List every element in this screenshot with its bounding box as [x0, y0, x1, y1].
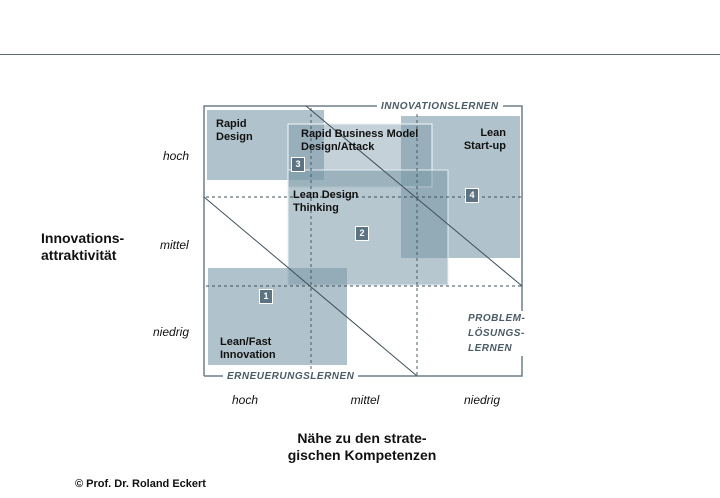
label-lean-startup: Lean Start-up	[450, 127, 506, 153]
zone-label-erneuerungslernen: ERNEUERUNGSLERNEN	[223, 371, 359, 382]
y-axis-title-line-1: Innovations-	[41, 230, 125, 246]
x-axis-title: Nähe zu den strate- gischen Kompetenzen	[262, 430, 462, 464]
copyright-notice: © Prof. Dr. Roland Eckert	[75, 478, 206, 490]
label-rapid-design: Rapid Design	[216, 118, 253, 144]
y-axis-title: Innovations- attraktivität	[41, 230, 124, 264]
zone-right-line-1: PROBLEM-	[468, 313, 526, 324]
label-ldt-line-1: Lean Design	[293, 189, 359, 201]
header-rule	[0, 54, 720, 55]
label-lfi-line-2: Innovation	[220, 349, 276, 361]
label-lean-startup-line-2: Start-up	[463, 140, 506, 152]
badge-2: 2	[355, 226, 369, 241]
y-axis-title-line-2: attraktivität	[41, 247, 117, 263]
zone-right-line-3: LERNEN	[468, 343, 513, 354]
x-axis-title-line-2: gischen Kompetenzen	[287, 447, 437, 463]
y-tick-hoch: hoch	[163, 149, 190, 163]
label-ldt-line-2: Thinking	[293, 202, 339, 214]
label-rapid-bm-line-2: Design/Attack	[301, 141, 375, 153]
label-rapid-design-line-1: Rapid	[216, 118, 247, 130]
badge-4: 4	[465, 188, 479, 203]
grid-lines	[206, 108, 522, 376]
zone-right-line-2: LÖSUNGS-	[468, 328, 525, 339]
matrix-frame	[203, 105, 523, 377]
zone-label-innovationslernen: INNOVATIONSLERNEN	[377, 101, 503, 112]
label-lfi-line-1: Lean/Fast	[220, 336, 272, 348]
badge-1: 1	[259, 289, 273, 304]
label-rapid-bm-line-1: Rapid Business Model	[301, 128, 419, 140]
label-rapid-business-model: Rapid Business Model Design/Attack	[301, 128, 418, 154]
label-lean-design-thinking: Lean Design Thinking	[293, 189, 358, 215]
label-rapid-design-line-2: Design	[216, 131, 253, 143]
x-tick-hoch: hoch	[231, 393, 259, 407]
badge-3: 3	[291, 157, 305, 172]
x-axis-title-line-1: Nähe zu den strate-	[297, 430, 427, 446]
x-tick-niedrig: niedrig	[463, 393, 501, 407]
zone-label-problemloesungslernen: PROBLEM- LÖSUNGS- LERNEN	[466, 311, 530, 356]
y-tick-niedrig: niedrig	[153, 325, 190, 339]
diagonal-lines	[203, 105, 523, 377]
box-lean-fast-innovation	[208, 268, 347, 365]
y-tick-mittel: mittel	[160, 238, 189, 252]
label-lean-startup-line-1: Lean	[480, 127, 506, 139]
x-tick-mittel: mittel	[350, 393, 380, 407]
label-lean-fast-innovation: Lean/Fast Innovation	[220, 336, 276, 362]
